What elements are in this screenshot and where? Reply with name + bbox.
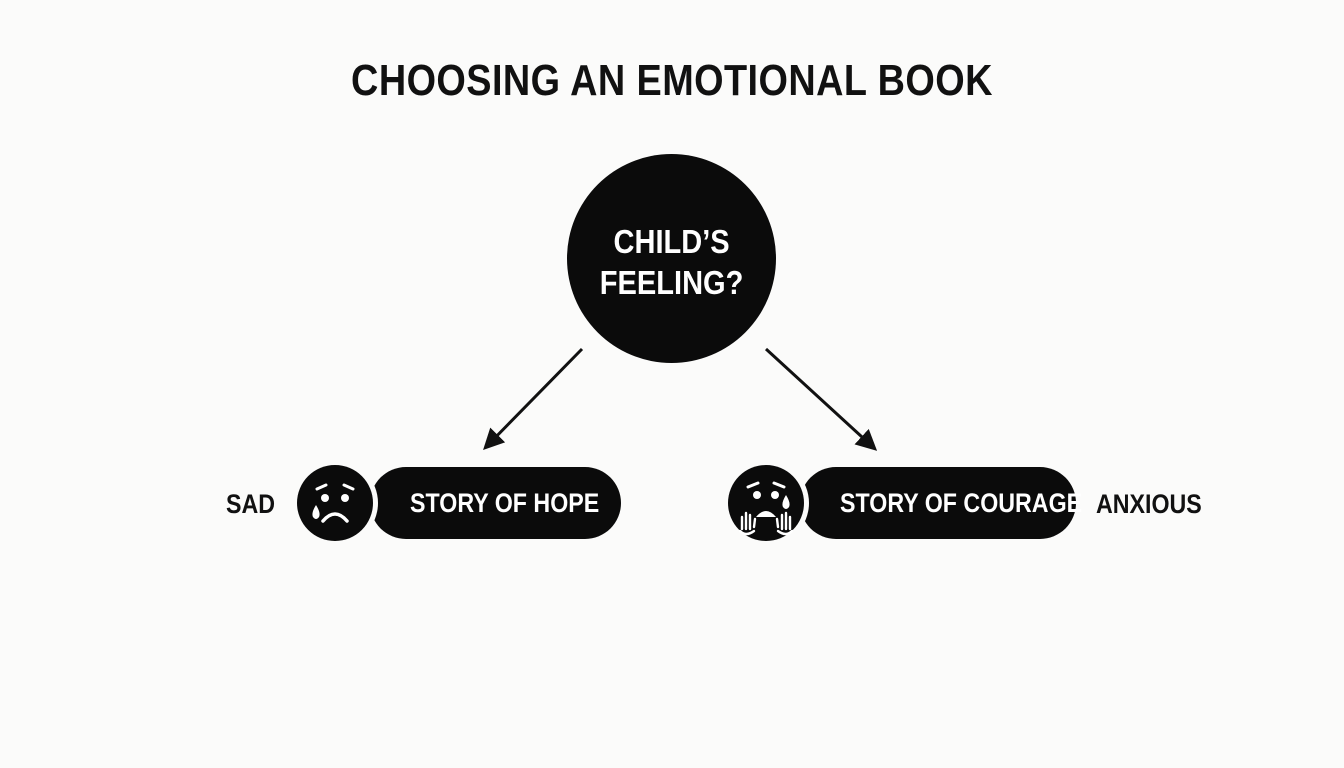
feeling-label-anxious: ANXIOUS: [1096, 489, 1202, 519]
center-question-line-2: FEELING?: [599, 263, 744, 301]
anxious-face-icon: [728, 465, 804, 541]
anxious-face-badge: [723, 460, 809, 546]
center-question-node: CHILD’S FEELING?: [567, 154, 776, 363]
center-question-label: CHILD’S FEELING?: [600, 221, 744, 303]
book-label-courage: STORY OF COURAGE: [840, 488, 1083, 518]
sad-face-icon: [297, 465, 373, 541]
diagram-title: CHOOSING AN EMOTIONAL BOOK: [351, 56, 993, 105]
book-pill-hope: STORY OF HOPE: [370, 467, 621, 539]
sad-face-badge: [292, 460, 378, 546]
feeling-label-sad: SAD: [226, 489, 276, 519]
arrow-to-anxious: [764, 347, 878, 451]
book-pill-courage: STORY OF COURAGE: [800, 467, 1082, 539]
center-question-line-1: CHILD’S: [613, 222, 730, 260]
arrow-to-sad: [483, 347, 584, 451]
book-label-hope: STORY OF HOPE: [410, 488, 600, 518]
